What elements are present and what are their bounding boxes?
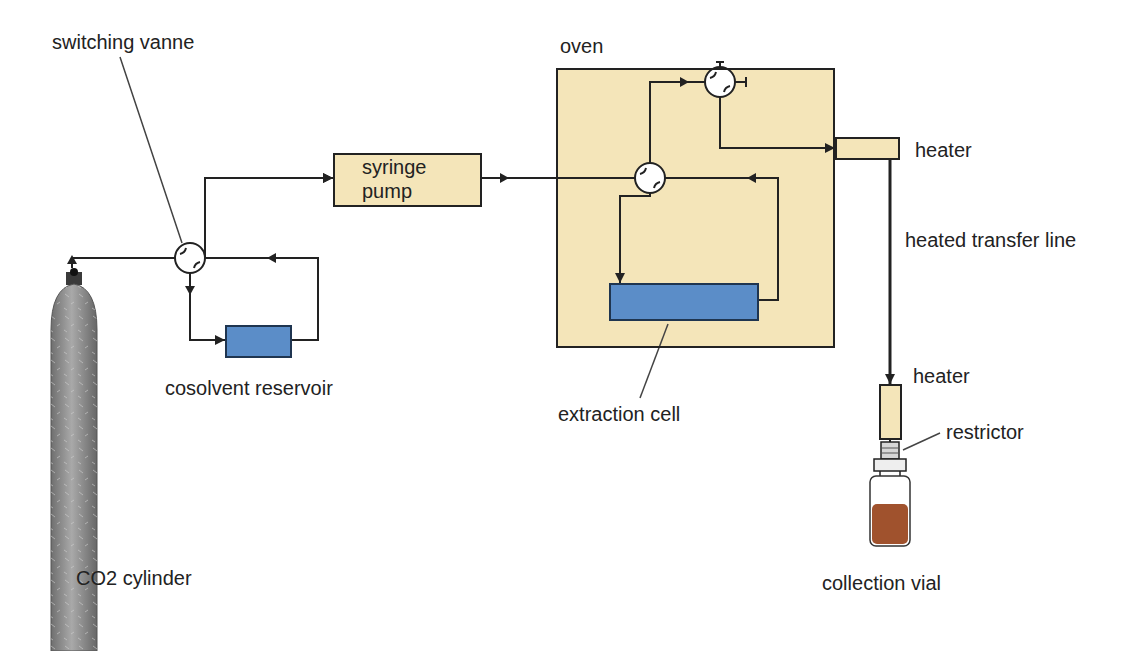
node-label: syringe pump bbox=[362, 155, 462, 203]
part-label: restrictor bbox=[946, 420, 1024, 444]
node-label: collection vial bbox=[822, 571, 941, 595]
co2-cylinder: CO2 cylinder bbox=[48, 268, 100, 651]
flow-arrowheads bbox=[67, 77, 756, 295]
switching-valve bbox=[175, 243, 205, 273]
leader-line bbox=[903, 433, 940, 450]
pump-box: syringe pump bbox=[333, 153, 482, 207]
flow-line bbox=[205, 178, 333, 340]
collection-vial: collection vial bbox=[866, 458, 914, 548]
heater-box: heater bbox=[879, 384, 902, 440]
node-label: oven bbox=[560, 34, 603, 58]
flow-line bbox=[482, 178, 650, 283]
node-label: heater bbox=[915, 138, 972, 162]
oven-valve bbox=[635, 163, 665, 193]
flow-line bbox=[889, 160, 892, 384]
flow-line bbox=[650, 82, 835, 300]
leader-line bbox=[640, 324, 668, 398]
node-label: cosolvent reservoir bbox=[165, 376, 333, 400]
node-label: extraction cell bbox=[558, 402, 680, 426]
extraction-cell: extraction cell bbox=[609, 283, 759, 321]
restrictor-fitting bbox=[881, 442, 899, 459]
reservoir-box: cosolvent reservoir bbox=[225, 325, 292, 358]
heater-box: heater bbox=[835, 137, 900, 160]
node-label: CO2 cylinder bbox=[76, 566, 192, 590]
part-label: switching vanne bbox=[52, 30, 194, 54]
cylinder-body bbox=[48, 268, 100, 651]
oven-fill bbox=[556, 68, 835, 348]
vial-body bbox=[866, 458, 914, 548]
leader-line bbox=[120, 57, 182, 243]
part-label: heated transfer line bbox=[905, 228, 1076, 252]
node-label: heater bbox=[913, 364, 970, 388]
oven-box: ovenextraction cell bbox=[556, 68, 835, 348]
